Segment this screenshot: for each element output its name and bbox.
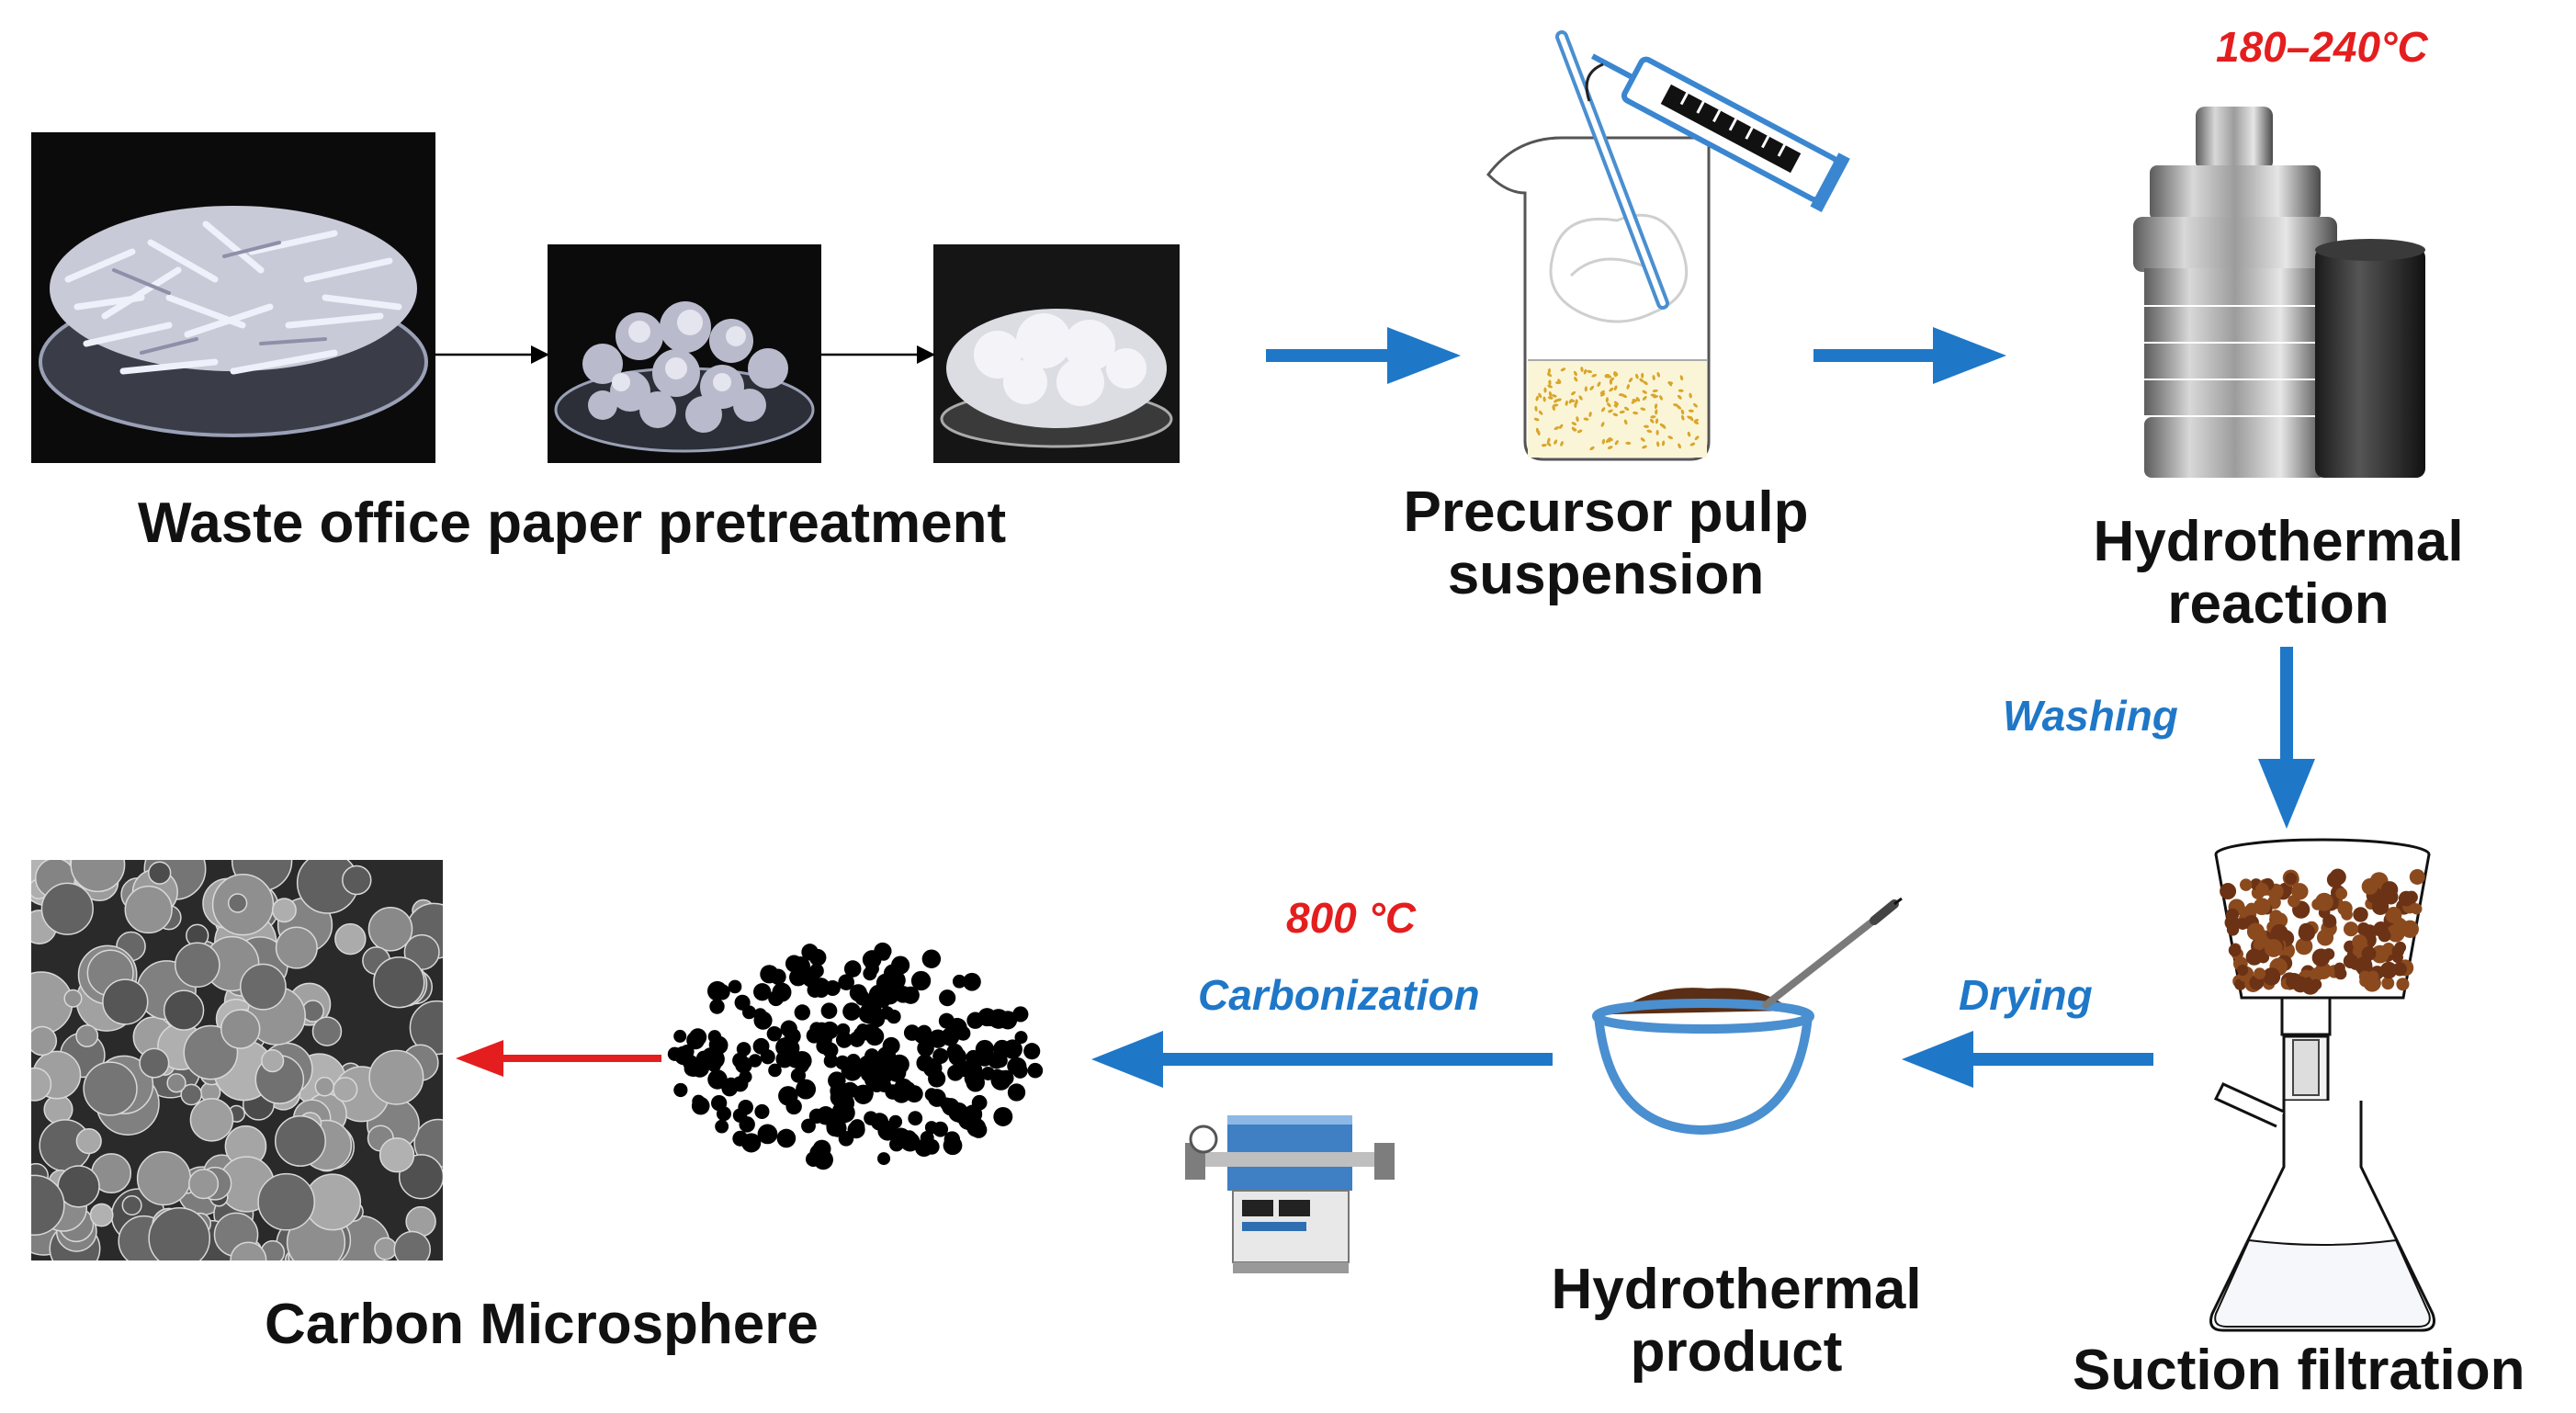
arrow-washing-down — [2258, 647, 2315, 829]
spatula-icon — [1762, 897, 1903, 1009]
carbon-microsphere-cluster — [667, 942, 1044, 1170]
arrow-to-precursor — [1266, 327, 1461, 384]
note-drying: Drying — [1959, 971, 2093, 1019]
note-temp-hydrothermal: 180–240°C — [2216, 23, 2428, 71]
syringe-icon — [1591, 53, 1850, 213]
autoclave-reactor-icon — [2133, 107, 2425, 478]
crumpled-paper-photo — [548, 244, 821, 463]
label-precursor: Precursor pulp suspension — [1367, 481, 1845, 606]
label-pretreatment: Waste office paper pretreatment — [138, 492, 1007, 555]
label-hydrothermal-line1: Hydrothermal — [2093, 510, 2464, 573]
note-temp-carbonization: 800 °C — [1286, 894, 1417, 942]
bowl-product-icon — [1592, 988, 1814, 1136]
arrow-to-hydrothermal — [1813, 327, 2006, 384]
label-hydrothermal-reaction: Hydrothermal reaction — [2030, 511, 2526, 636]
rotation-arrow-icon — [1585, 62, 1604, 102]
shredded-paper-photo — [31, 132, 435, 463]
pretreatment-arrow-2 — [821, 345, 935, 364]
label-carbon-microsphere: Carbon Microsphere — [265, 1293, 819, 1356]
label-product-line1: Hydrothermal — [1551, 1258, 1922, 1321]
sem-microsphere-image — [31, 860, 443, 1260]
note-washing: Washing — [2003, 692, 2178, 740]
stir-rod-icon — [1555, 30, 1669, 310]
arrow-carbonization-left — [1091, 1031, 1553, 1088]
label-hydrothermal-line2: reaction — [2167, 572, 2390, 636]
arrow-to-sem — [456, 1040, 661, 1077]
pulp-fiber-photo — [933, 244, 1180, 463]
label-product-line2: product — [1630, 1320, 1843, 1384]
arrow-drying-left — [1902, 1031, 2153, 1088]
label-suction-filtration: Suction filtration — [2073, 1339, 2525, 1402]
buchner-funnel-icon — [2214, 838, 2431, 1102]
label-hydrothermal-product: Hydrothermal product — [1488, 1259, 1984, 1384]
label-precursor-line1: Precursor pulp — [1403, 480, 1809, 544]
beaker-icon — [1486, 136, 1711, 461]
filter-flask-icon — [2209, 1082, 2435, 1332]
tube-furnace-icon — [1185, 1115, 1395, 1273]
pretreatment-arrow-1 — [435, 345, 549, 364]
note-carbonization: Carbonization — [1198, 971, 1480, 1019]
label-precursor-line2: suspension — [1447, 543, 1765, 606]
